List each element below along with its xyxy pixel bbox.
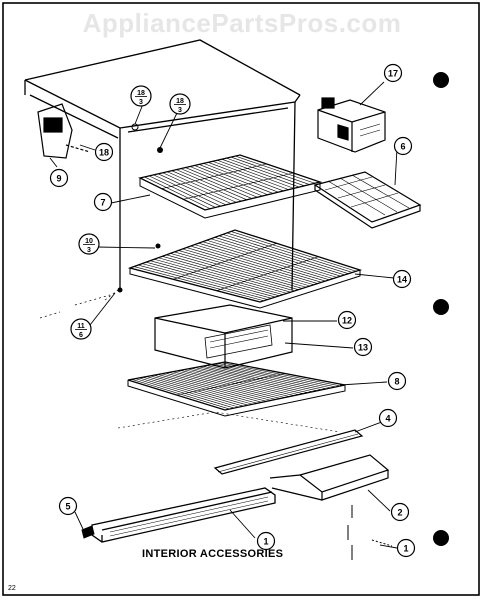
callout-label: 3: [87, 247, 91, 254]
callout-circle: [383, 63, 403, 83]
callout-circle: [256, 531, 276, 551]
middle-wire-shelf: [127, 229, 363, 309]
callout-c8: 8: [387, 371, 407, 391]
callout-circle: [353, 337, 373, 357]
page-border: [2, 2, 480, 596]
callout-c1b: 1: [396, 538, 416, 558]
callout-label: 8: [394, 377, 399, 387]
callout-label: 17: [388, 69, 398, 79]
pin-parts: [347, 505, 393, 560]
watermark-text: AppliancePartsPros.com: [82, 8, 402, 38]
callout-label: 1: [263, 537, 268, 547]
light-housing: [37, 103, 91, 159]
callout-c5: 5: [58, 496, 78, 516]
screw-rear: [157, 147, 163, 153]
callout-circle: [169, 93, 191, 115]
callout-label: 9: [56, 174, 61, 184]
trim-strip: [91, 487, 276, 543]
callout-label: 3: [139, 99, 143, 106]
callout-circle: [337, 310, 357, 330]
callout-circle: [49, 168, 69, 188]
callout-c18c: 18: [94, 142, 114, 162]
callout-circle: [58, 496, 78, 516]
callout-label: 6: [400, 142, 405, 152]
callout-c1a: 1: [256, 531, 276, 551]
callout-label: 11: [77, 323, 85, 330]
callout-c14: 14: [392, 269, 412, 289]
callout-label: 14: [397, 275, 407, 285]
callout-c9: 9: [49, 168, 69, 188]
callout-c4: 4: [378, 408, 398, 428]
callout-circle: [70, 318, 92, 340]
callout-label: 18: [99, 148, 109, 158]
callout-circle: [393, 136, 413, 156]
callout-circle: [390, 502, 410, 522]
callout-label: 18: [137, 90, 145, 97]
binder-hole-bottom: [433, 530, 449, 546]
callout-circle: [78, 233, 100, 255]
binder-hole-top: [433, 72, 449, 88]
callout-label: 1: [403, 544, 408, 554]
callout-label: 6: [79, 332, 83, 339]
crisper-pan: [154, 304, 293, 369]
callout-label: 12: [342, 316, 352, 326]
callout-label: 18: [176, 98, 184, 105]
callout-circle: [396, 538, 416, 558]
ice-tray: [313, 171, 422, 229]
callout-circle: [387, 371, 407, 391]
lower-wire-shelf: [117, 361, 346, 433]
callout-circle: [94, 142, 114, 162]
callout-label: 2: [397, 508, 402, 518]
callout-c18b: 183: [169, 93, 191, 115]
callout-c11: 116: [70, 318, 92, 340]
callout-c13: 13: [353, 337, 373, 357]
callout-label: 10: [85, 238, 93, 245]
page-number: 22: [8, 585, 16, 592]
callout-label: 4: [385, 414, 390, 424]
callout-circle: [392, 269, 412, 289]
shelf-rail: [213, 429, 364, 475]
binder-hole-middle: [433, 299, 449, 315]
screw-side: [155, 243, 161, 249]
callout-c10: 103: [78, 233, 100, 255]
callout-label: 5: [65, 502, 70, 512]
upper-wire-shelf: [138, 154, 323, 219]
callout-c2: 2: [390, 502, 410, 522]
callout-circle: [93, 192, 113, 212]
callout-c12: 12: [337, 310, 357, 330]
callout-label: 13: [358, 343, 368, 353]
cabinet-liner: [24, 39, 301, 291]
callout-circle: [378, 408, 398, 428]
screw-top: [131, 123, 139, 131]
reference-lines: [39, 289, 119, 319]
diagram-caption: INTERIOR ACCESSORIES: [142, 548, 284, 560]
callout-c6: 6: [393, 136, 413, 156]
bracket-tray: [269, 454, 390, 501]
callout-label: 3: [178, 107, 182, 114]
callout-c18a: 183: [130, 85, 152, 107]
callout-circle: [130, 85, 152, 107]
callout-c7: 7: [93, 192, 113, 212]
screw-left: [117, 287, 123, 293]
trim-clip: [81, 525, 95, 539]
callout-c17: 17: [383, 63, 403, 83]
callout-label: 7: [100, 198, 105, 208]
ice-maker: [317, 97, 386, 153]
